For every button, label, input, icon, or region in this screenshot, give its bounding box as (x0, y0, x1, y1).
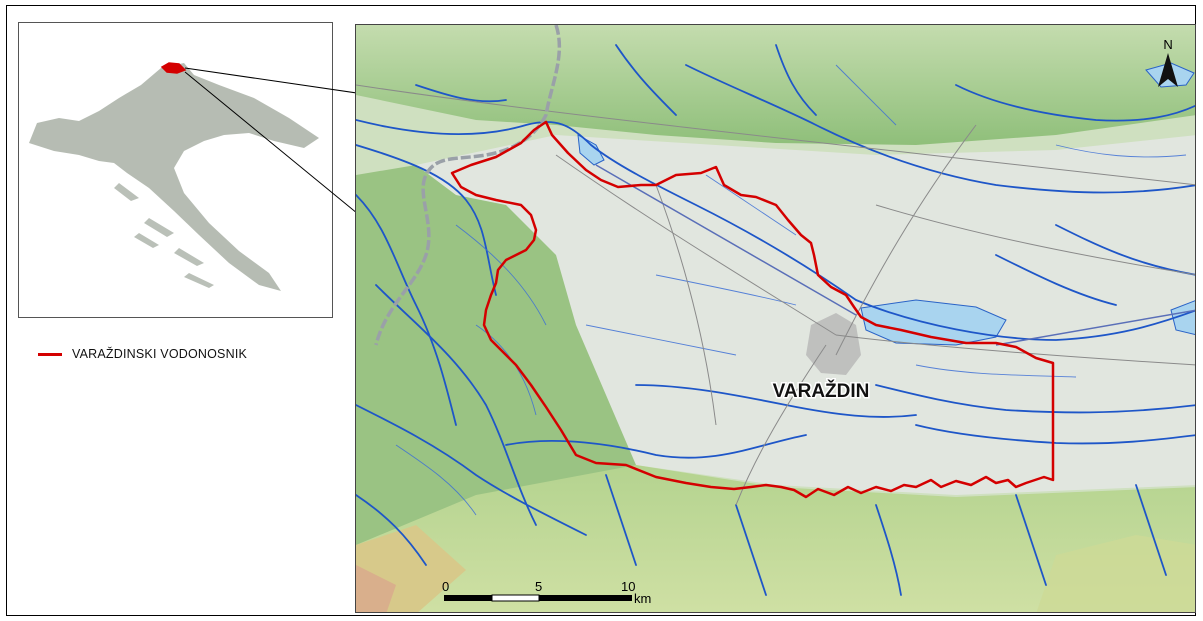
south-hills (356, 465, 1195, 612)
main-map-canvas: VARAŽDIN N 0 5 10 km (356, 25, 1195, 612)
scale-tick-10: 10 (621, 579, 635, 594)
north-label: N (1163, 37, 1172, 52)
highland-patch-3 (1036, 535, 1195, 612)
legend-swatch (38, 352, 62, 356)
lowland-plain (416, 135, 1195, 495)
legend: VARAŽDINSKI VODONOSNIK (38, 347, 247, 361)
lake-north (577, 134, 605, 166)
lake-east (860, 299, 1007, 346)
lake-east-edge (1170, 300, 1195, 336)
west-hills (356, 165, 636, 565)
river-network (356, 44, 1195, 596)
stream-network (395, 64, 1187, 516)
main-map: VARAŽDIN N 0 5 10 km (355, 24, 1196, 613)
north-hills (356, 25, 1195, 145)
inset-country-shape (29, 62, 319, 291)
canal-line (595, 164, 857, 316)
scale-unit: km (634, 591, 651, 606)
inset-map (18, 22, 333, 318)
inset-country-outline (29, 63, 319, 291)
legend-label: VARAŽDINSKI VODONOSNIK (72, 347, 248, 361)
north-arrow-icon: N (1158, 37, 1178, 87)
city-area (806, 313, 861, 375)
scale-bar: 0 5 10 km (442, 579, 651, 606)
aquifer-outline (450, 120, 1055, 499)
highland-patch-2 (356, 565, 396, 612)
city-label: VARAŽDIN (773, 380, 870, 402)
scale-tick-0: 0 (442, 579, 449, 594)
canal-line-east (995, 309, 1195, 346)
state-border (374, 25, 562, 346)
inset-islands (114, 183, 214, 288)
scale-tick-5: 5 (535, 579, 542, 594)
inset-aquifer-marker (160, 62, 187, 74)
